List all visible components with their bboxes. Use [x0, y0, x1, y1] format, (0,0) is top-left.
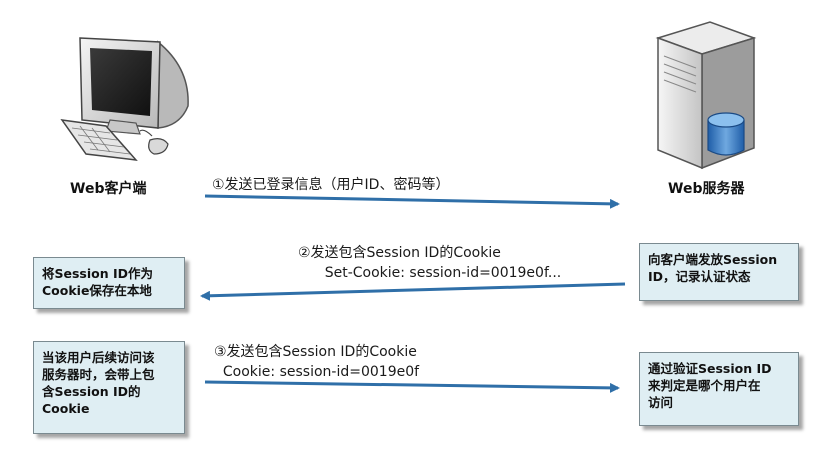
client-save-box: 将Session ID作为 Cookie保存在本地 [33, 257, 185, 309]
client-followup-box: 当该用户后续访问该 服务器时，会带上包 含Session ID的 Cookie [33, 341, 185, 434]
step-2-arrow [200, 282, 626, 301]
step-3-arrow [204, 380, 620, 393]
step-1-label: ①发送已登录信息（用户ID、密码等） [212, 177, 450, 193]
server-label: Web服务器 [668, 181, 745, 197]
server-issue-box: 向客户端发放Session ID，记录认证状态 [639, 243, 799, 301]
server-verify-box: 通过验证Session ID 来判定是哪个用户在 访问 [639, 352, 799, 426]
client-label: Web客户端 [70, 181, 147, 197]
server-icon [655, 21, 757, 170]
client-computer-icon [60, 37, 189, 161]
step-1-arrow [204, 194, 620, 209]
step-2-label: ②发送包含Session ID的Cookie Set-Cookie: sessi… [298, 245, 562, 281]
step-3-label: ③发送包含Session ID的Cookie Cookie: session-i… [214, 344, 420, 380]
